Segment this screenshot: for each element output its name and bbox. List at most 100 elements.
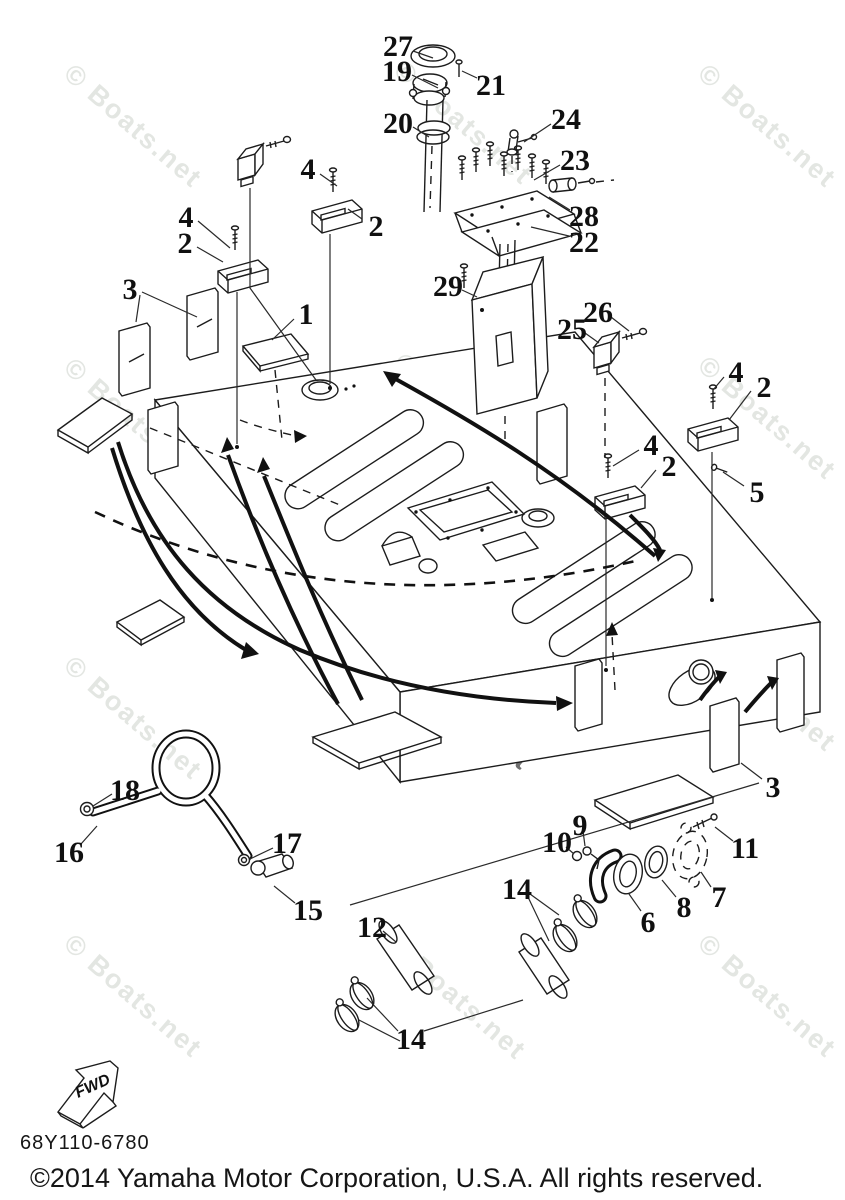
tank-pads <box>58 288 804 829</box>
elbow-6 <box>596 852 645 897</box>
leader-line <box>629 894 641 911</box>
leader-line <box>413 51 433 58</box>
leader-line <box>412 75 438 88</box>
callout-20: 20 <box>383 107 413 140</box>
callout-25: 25 <box>557 313 587 346</box>
callout-28: 28 <box>569 200 599 233</box>
leader-line <box>142 292 197 317</box>
callout-2: 2 <box>662 450 677 483</box>
callout-21: 21 <box>476 69 506 102</box>
filler-assembly <box>410 45 615 446</box>
sensor-25 <box>237 143 264 188</box>
callout-19: 19 <box>382 55 412 88</box>
callout-27: 27 <box>383 30 413 63</box>
callout-24: 24 <box>551 103 581 136</box>
hose-mid <box>518 931 571 1001</box>
leader-line <box>611 317 629 331</box>
flange-7 <box>668 823 711 887</box>
leader-line <box>701 872 711 887</box>
screw-4 <box>230 225 240 251</box>
leader-line <box>713 377 724 390</box>
callout-3: 3 <box>766 771 781 804</box>
clip-17 <box>239 855 250 866</box>
sensor-25 <box>593 331 620 376</box>
leader-line <box>549 197 570 210</box>
filler-tube-20 <box>417 100 450 212</box>
fitting-15 <box>251 854 295 877</box>
screw-26 <box>621 327 648 341</box>
callout-9: 9 <box>573 809 588 842</box>
callout-16: 16 <box>54 836 84 869</box>
fitting-28 <box>549 178 614 192</box>
leader-line <box>197 247 223 262</box>
leader-line <box>715 827 733 841</box>
callout-18: 18 <box>110 774 140 807</box>
nuts-9-10 <box>573 847 600 869</box>
leader-line <box>530 894 559 915</box>
leader-line <box>320 174 337 186</box>
leader-line <box>136 295 140 322</box>
copyright-notice: ©2014 Yamaha Motor Corporation, U.S.A. A… <box>30 1163 764 1193</box>
callout-29: 29 <box>433 270 463 303</box>
callout-26: 26 <box>583 296 613 329</box>
leader-line <box>729 391 751 420</box>
filler-column-29 <box>459 240 549 446</box>
callout-10: 10 <box>542 826 572 859</box>
tank-brackets <box>217 167 739 666</box>
fuel-tank-body <box>155 332 820 782</box>
bracket-2 <box>217 259 269 294</box>
callout-4: 4 <box>644 429 659 462</box>
leader-line <box>741 763 762 779</box>
screw-4 <box>328 167 338 193</box>
leader-line <box>383 931 396 942</box>
standing-pad <box>148 402 178 474</box>
hose-12 <box>376 918 436 997</box>
tank-access-plate <box>382 482 524 573</box>
fuel-gauge-19 <box>410 74 450 105</box>
leader-line <box>566 847 574 854</box>
leader-line <box>424 1000 523 1031</box>
fuel-gauge-cap <box>302 380 356 400</box>
screw-21 <box>456 60 462 77</box>
leader-line <box>274 886 295 903</box>
callout-1: 1 <box>299 298 314 331</box>
flat-pad <box>58 398 132 447</box>
leader-line <box>641 470 656 488</box>
leader-line <box>272 319 294 340</box>
callout-12: 12 <box>357 911 387 944</box>
callout-3: 3 <box>123 273 138 306</box>
leader-line <box>583 831 585 846</box>
callout-17: 17 <box>272 827 302 860</box>
leader-line <box>413 127 429 137</box>
leader-line <box>93 794 112 806</box>
leader-line <box>613 450 639 466</box>
tank-ribs <box>280 405 697 662</box>
callout-15: 15 <box>293 894 323 927</box>
leader-line <box>462 71 477 78</box>
fwd-direction-arrow: FWD <box>58 1061 118 1128</box>
clamp-14 <box>544 914 583 957</box>
leader-line <box>198 221 230 248</box>
filler-plate-22 <box>455 191 581 256</box>
bracket-2 <box>687 417 739 452</box>
leader-line <box>723 472 744 486</box>
callout-2: 2 <box>757 371 772 404</box>
diagram-part-code: 68Y110-6780 <box>20 1132 150 1154</box>
fuel-line-assembly <box>326 814 717 1037</box>
leader-line <box>528 897 549 941</box>
standing-pad <box>537 404 567 484</box>
standing-pad <box>710 698 739 772</box>
callout-22: 22 <box>569 226 599 259</box>
standing-pad <box>575 659 602 731</box>
callout-7: 7 <box>712 881 727 914</box>
bracket-2 <box>311 199 363 234</box>
callout-2: 2 <box>178 227 193 260</box>
screw-26 <box>265 135 292 149</box>
callout-14: 14 <box>502 873 532 906</box>
leader-line <box>462 290 477 297</box>
leader-line <box>524 124 551 142</box>
breather-hose-assembly <box>81 734 296 877</box>
leader-line <box>367 998 398 1031</box>
